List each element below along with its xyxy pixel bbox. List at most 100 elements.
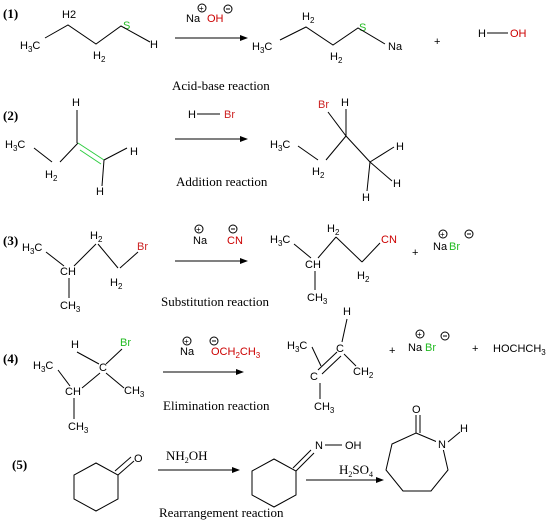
r2-caption: Addition reaction [176, 174, 268, 189]
r2-product-h3c: H3C [270, 139, 290, 153]
r3-product-ch: CH [305, 259, 321, 271]
r5-product-n: N [438, 439, 446, 451]
r4-reactant-bromobutane: H Br H3C C CH3 CH CH3 [33, 337, 145, 435]
r4-salt-plus-sign: + [417, 330, 422, 339]
r3-product-nitrile: H3C H2 CN CH H2 CH3 [270, 223, 397, 306]
r5-reactant-o: O [134, 453, 143, 465]
r4-salt-br-charge [440, 331, 450, 341]
r4-reagent-oet: OCH2CH3 [211, 346, 261, 360]
r2-reagent-br: Br [224, 109, 235, 121]
reaction-2-number: (2) [3, 108, 18, 123]
r3p-bond-4 [361, 242, 381, 263]
r4-plus1: + [389, 345, 395, 357]
reaction-5-number: (5) [12, 457, 27, 472]
r3-reagent-cn: CN [227, 235, 243, 247]
r2-product-bromobutane: Br H H3C H2 H H H [270, 97, 404, 204]
r1-plus-sign: + [199, 4, 204, 13]
r1-water-oh: OH [510, 28, 527, 40]
r4-oet-charge [209, 336, 219, 346]
reaction-5: (5) O NH2OH N OH H2SO4 O N [12, 404, 468, 520]
r1-na-plus-charge [197, 3, 207, 13]
r2-bond-2 [59, 142, 79, 163]
r3-na-charge [194, 224, 204, 234]
r1-product-bonds [279, 26, 386, 46]
r5-reactant-cyclohexanone: O [73, 453, 143, 512]
r4-bond-3 [105, 372, 125, 389]
r1-reactant-sulfur: S [123, 20, 130, 32]
r3-salt-na-charge [438, 229, 448, 239]
reaction-2: (2) H H3C H2 H H H Br Br H H3C H2 H H H [3, 97, 404, 204]
r4-product-c1: C [336, 343, 344, 355]
r2p-bond-2 [325, 135, 347, 161]
r3-reactant-ch3: CH3 [60, 300, 81, 314]
r4-product-ch3: CH3 [314, 401, 335, 415]
r3-reactant-h3c: H3C [22, 242, 42, 256]
r3-salt-br: Br [449, 241, 460, 253]
r3-caption: Substitution reaction [161, 294, 269, 309]
r3p-bond-2 [317, 236, 337, 259]
r4-salt-na-charge [415, 329, 425, 339]
r2-bond-1 [33, 147, 53, 163]
r5-product-h: H [460, 423, 468, 435]
r5-caption: Rearrangement reaction [159, 505, 284, 520]
r1-reagent-oh: OH [207, 13, 224, 25]
r3-reactant-h2a: H2 [90, 230, 103, 244]
r4p-bond-2 [343, 353, 357, 367]
r3-plus-sign: + [196, 225, 201, 234]
r3-plus: + [412, 247, 418, 259]
r1-product-h2a: H2 [302, 11, 315, 25]
r4-bond-1 [57, 369, 71, 387]
r3-product-cn: CN [381, 234, 397, 246]
r4-salt-na: Na [408, 342, 423, 354]
r5-reagent2: H2SO4 [339, 462, 373, 479]
r2-reagent-h: H [188, 109, 196, 121]
r2p-bond-5 [369, 161, 393, 182]
r4-alcohol: HOCHCH3 [493, 343, 546, 357]
r3-bond-2 [73, 243, 97, 267]
r3-reactant-h2b: H2 [110, 277, 123, 291]
r5-carbonyl-a [117, 460, 135, 476]
r5-oxime-double-a [295, 452, 315, 472]
r5-oxime-ring [251, 458, 297, 508]
r5-carbonyl-b [114, 456, 132, 472]
r1-reactant-h2a: H2 [62, 9, 76, 21]
r5-nh-bond [447, 431, 461, 443]
r3-reactant-bromopentane: H3C H2 Br CH H2 CH3 [22, 230, 148, 314]
r1-reactant-propanethiol: H2 H3C H2 S H [20, 9, 158, 64]
r4-bond-h [76, 351, 100, 365]
r5-n-mask [436, 437, 448, 450]
r2p-bond-3 [345, 135, 371, 163]
r2-reactant-butene: H H3C H2 H H [5, 97, 138, 198]
r4-caption: Elimination reaction [163, 398, 270, 413]
r5-oxime-n: N [315, 440, 323, 452]
r2-product-h2: H2 [312, 166, 325, 180]
r3-salt-br-charge [464, 229, 474, 239]
r2-double-bond-a [77, 142, 105, 161]
r4p-bond-1 [311, 346, 322, 367]
r2-reactant-h-top: H [72, 97, 80, 109]
r2-reactant-h-bottom: H [96, 186, 104, 198]
r1-oh-minus-charge [223, 4, 233, 14]
r2-product-h3: H [362, 192, 370, 204]
r3-arrow-head [240, 258, 248, 264]
r1-reactant-h: H [150, 39, 158, 51]
r3-product-ch3: CH3 [307, 292, 328, 306]
r4-product-butene: H H3C C C CH2 CH3 [287, 306, 374, 415]
r2p-bond-br [327, 111, 347, 137]
r5-reagent: NH2OH [166, 448, 208, 465]
r2-bond-5 [101, 159, 105, 187]
r2-product-br: Br [318, 99, 329, 111]
r1-arrow-head [240, 35, 248, 41]
r3-reactant-br: Br [137, 241, 148, 253]
r2-product-h-top: H [341, 97, 349, 109]
r4-bond-2 [81, 372, 101, 389]
reaction-3-number: (3) [3, 233, 18, 248]
r4-reactant-ch: CH [65, 386, 81, 398]
r4-salt-br: Br [425, 342, 436, 354]
r1-reactant-h2b: H2 [93, 50, 106, 64]
r2-reactant-h-right: H [130, 146, 138, 158]
r2-product-h1: H [396, 141, 404, 153]
r1-product-na: Na [388, 41, 403, 53]
r3-bond-1 [45, 251, 65, 267]
